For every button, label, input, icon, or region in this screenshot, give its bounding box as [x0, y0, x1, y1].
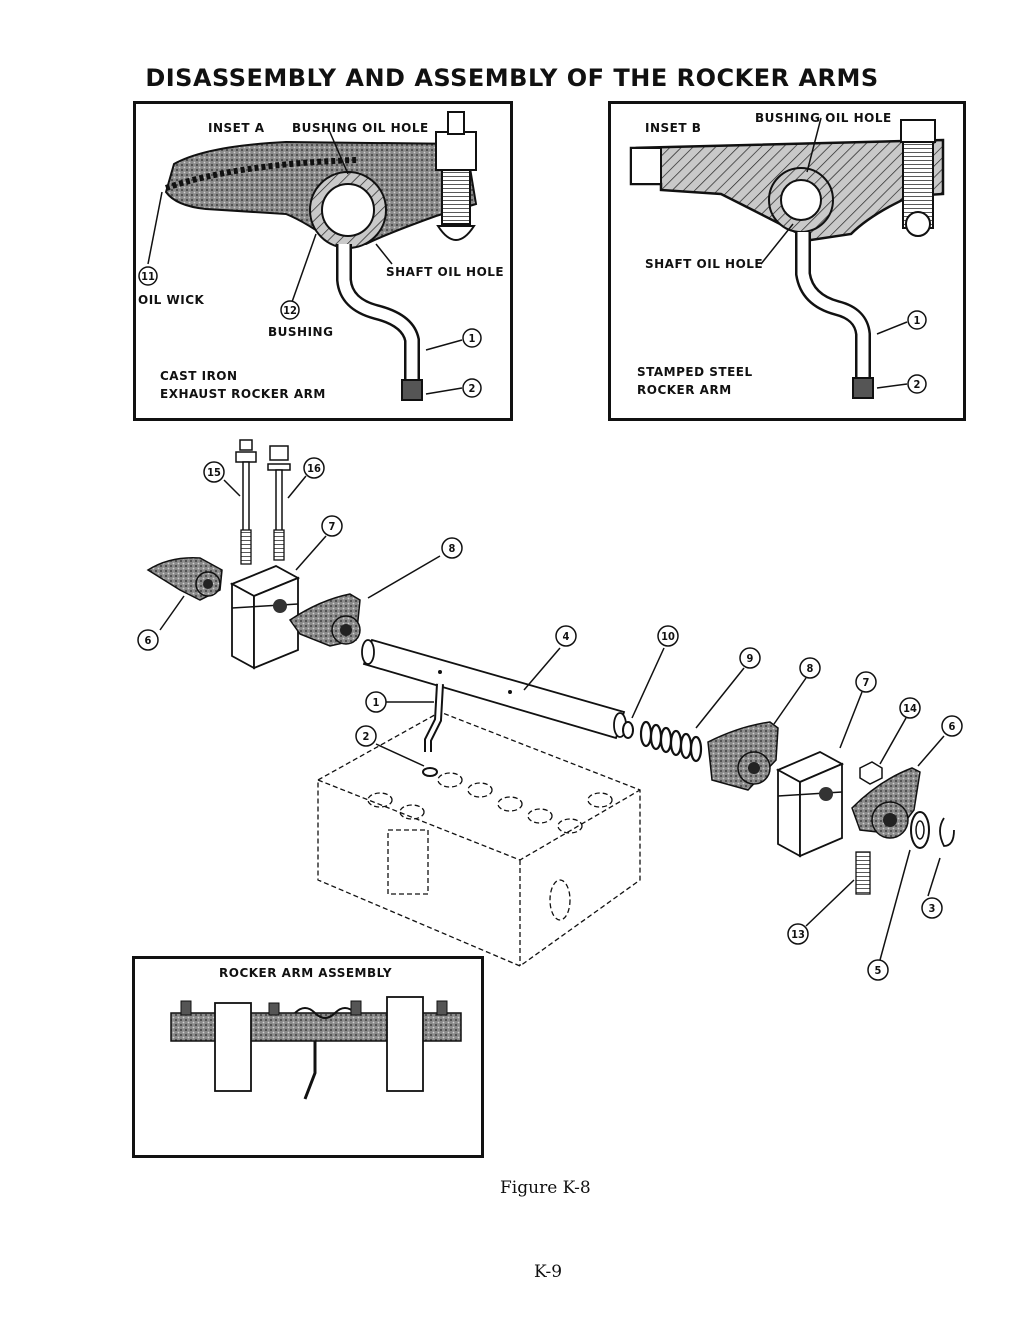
assembly-heading: ROCKER ARM ASSEMBLY [219, 966, 392, 980]
washer-10-drawing [622, 721, 634, 739]
bracket-left-drawing [229, 565, 301, 670]
svg-text:2: 2 [363, 730, 370, 743]
snap-ring-3-drawing [939, 817, 955, 847]
svg-text:6: 6 [949, 720, 956, 733]
cylinder-head-drawing [317, 711, 641, 967]
inset-a-panel: INSET A BUSHING OIL HOLE SHAFT OIL HOLE … [133, 101, 513, 421]
bolt-16-drawing [267, 445, 291, 561]
rocker-arm-6-right-drawing [851, 767, 921, 839]
svg-text:1: 1 [469, 332, 476, 345]
svg-text:14: 14 [903, 702, 917, 715]
inset-a-bushing-oil-hole-label: BUSHING OIL HOLE [292, 121, 429, 135]
inset-b-bushing-oil-hole-label: BUSHING OIL HOLE [755, 111, 892, 125]
callout-13: 13 [787, 923, 809, 945]
inset-b-desc-line2: ROCKER ARM [637, 383, 732, 397]
assembly-drawing [170, 996, 462, 1100]
rocker-shaft-drawing [361, 638, 627, 740]
rocker-arm-assembly-panel: ROCKER ARM ASSEMBLY [132, 956, 484, 1158]
svg-text:3: 3 [929, 902, 936, 915]
callout-14: 14 [899, 697, 921, 719]
svg-text:9: 9 [747, 652, 754, 665]
rocker-arm-8-right-drawing [707, 721, 779, 791]
svg-text:10: 10 [661, 630, 675, 643]
callout-8-right: 8 [799, 657, 821, 679]
callout-4: 4 [555, 625, 577, 647]
inset-a-heading: INSET A [208, 121, 265, 135]
inset-b-panel: INSET B BUSHING OIL HOLE SHAFT OIL HOLE … [608, 101, 966, 421]
inset-b-shaft-oil-hole-label: SHAFT OIL HOLE [645, 257, 763, 271]
callout-3: 3 [921, 897, 943, 919]
svg-text:16: 16 [307, 462, 321, 475]
stamped-steel-rocker-arm-drawing [629, 119, 945, 399]
oil-tube-drawing [422, 683, 444, 777]
bolt-15-drawing [235, 439, 257, 565]
bracket-right-drawing [775, 751, 845, 858]
callout-1-main: 1 [365, 691, 387, 713]
callout-8-left: 8 [441, 537, 463, 559]
inset-a-desc-line1: CAST IRON [160, 369, 238, 383]
callout-2-main: 2 [355, 725, 377, 747]
rocker-arm-8-left-drawing [288, 593, 361, 647]
svg-text:1: 1 [914, 314, 921, 327]
callout-5: 5 [867, 959, 889, 981]
callout-6-right: 6 [941, 715, 963, 737]
cast-iron-rocker-arm-drawing [164, 111, 478, 401]
callout-7-left: 7 [321, 515, 343, 537]
svg-text:1: 1 [373, 696, 380, 709]
svg-text:8: 8 [807, 662, 814, 675]
inset-b-desc-line1: STAMPED STEEL [637, 365, 753, 379]
svg-text:12: 12 [283, 304, 297, 317]
svg-text:2: 2 [469, 382, 476, 395]
inset-a-callout-1: 1 [462, 328, 482, 348]
adjusting-screw-13-drawing [855, 851, 871, 895]
rocker-arm-6-left-drawing [146, 557, 223, 601]
callout-10: 10 [657, 625, 679, 647]
inset-b-heading: INSET B [645, 121, 701, 135]
svg-text:6: 6 [145, 634, 152, 647]
page-title: DISASSEMBLY AND ASSEMBLY OF THE ROCKER A… [145, 64, 879, 92]
svg-text:2: 2 [914, 378, 921, 391]
callout-9: 9 [739, 647, 761, 669]
spring-9-drawing [639, 720, 703, 763]
svg-text:13: 13 [791, 928, 805, 941]
svg-text:8: 8 [449, 542, 456, 555]
svg-text:5: 5 [875, 964, 882, 977]
inset-a-desc-line2: EXHAUST ROCKER ARM [160, 387, 326, 401]
washer-5-drawing [910, 811, 930, 849]
nut-14-drawing [859, 761, 883, 785]
svg-text:4: 4 [563, 630, 570, 643]
svg-text:11: 11 [141, 270, 155, 283]
page-number: K-9 [534, 1262, 563, 1282]
inset-a-oil-wick-label: OIL WICK [138, 293, 204, 307]
callout-15: 15 [203, 461, 225, 483]
inset-b-callout-2: 2 [907, 374, 927, 394]
inset-a-bushing-label: BUSHING [268, 325, 333, 339]
inset-a-shaft-oil-hole-label: SHAFT OIL HOLE [386, 265, 504, 279]
inset-b-callout-1: 1 [907, 310, 927, 330]
callout-6-left: 6 [137, 629, 159, 651]
figure-caption: Figure K-8 [500, 1178, 591, 1198]
svg-text:7: 7 [863, 676, 870, 689]
callout-7-right: 7 [855, 671, 877, 693]
inset-a-callout-2: 2 [462, 378, 482, 398]
svg-text:7: 7 [329, 520, 336, 533]
inset-a-callout-11: 11 [138, 266, 158, 286]
callout-16: 16 [303, 457, 325, 479]
svg-text:15: 15 [207, 466, 221, 479]
inset-a-callout-12: 12 [280, 300, 300, 320]
